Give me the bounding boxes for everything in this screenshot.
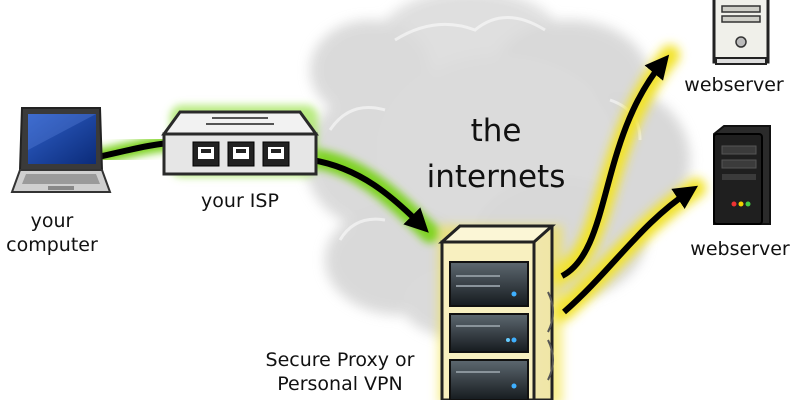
network-switch-icon (161, 110, 319, 176)
arrow-isp-proxy (311, 157, 429, 233)
laptop-icon (10, 107, 112, 193)
rack-shelf (449, 261, 529, 307)
ethernet-port-icon (262, 141, 290, 167)
tower-server-white-icon (712, 0, 770, 65)
arrow-proxy-webserver-top (560, 54, 670, 279)
tower-server-black-icon (713, 125, 771, 225)
server-rack-icon (438, 224, 556, 400)
proxy-label: Secure Proxy or Personal VPN (252, 348, 428, 396)
proxy-label-line2: Personal VPN (277, 373, 403, 395)
internet-label-line2: internets (426, 159, 566, 195)
computer-label-line1: your (30, 210, 74, 232)
webserver-bottom-label: webserver (690, 238, 790, 260)
ethernet-port-icon (192, 141, 220, 167)
arrow-proxy-webserver-bottom (562, 185, 699, 315)
isp-label: your ISP (201, 190, 279, 212)
webserver-top-label: webserver (684, 74, 784, 96)
internet-label: the internets (408, 108, 584, 200)
computer-label-line2: computer (6, 234, 98, 256)
rack-shelf (449, 313, 529, 353)
rack-shelf (449, 359, 529, 400)
proxy-label-line1: Secure Proxy or (265, 349, 415, 371)
internet-label-line1: the (470, 113, 522, 149)
ethernet-port-icon (227, 141, 255, 167)
computer-label: your computer (0, 209, 104, 257)
